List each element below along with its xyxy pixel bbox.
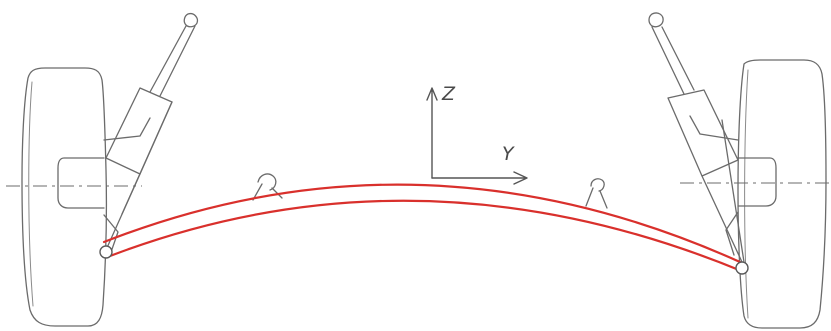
right-wheel bbox=[737, 59, 827, 329]
left-wheel bbox=[21, 67, 108, 327]
z-axis-arrow bbox=[426, 87, 438, 179]
right-hub bbox=[689, 115, 777, 256]
wheel-centerlines bbox=[6, 182, 831, 187]
left-strut bbox=[105, 12, 199, 251]
left-bar-end-joint bbox=[99, 245, 113, 259]
anti-roll-bar bbox=[102, 183, 746, 274]
z-axis-label: Z bbox=[441, 83, 456, 105]
y-axis-arrow bbox=[431, 171, 528, 185]
right-strut bbox=[648, 12, 745, 263]
right-bar-end-joint bbox=[735, 261, 749, 275]
right-bushing-mount bbox=[585, 178, 608, 209]
coordinate-axes: Z Y bbox=[426, 83, 528, 185]
y-axis-label: Y bbox=[502, 143, 515, 165]
